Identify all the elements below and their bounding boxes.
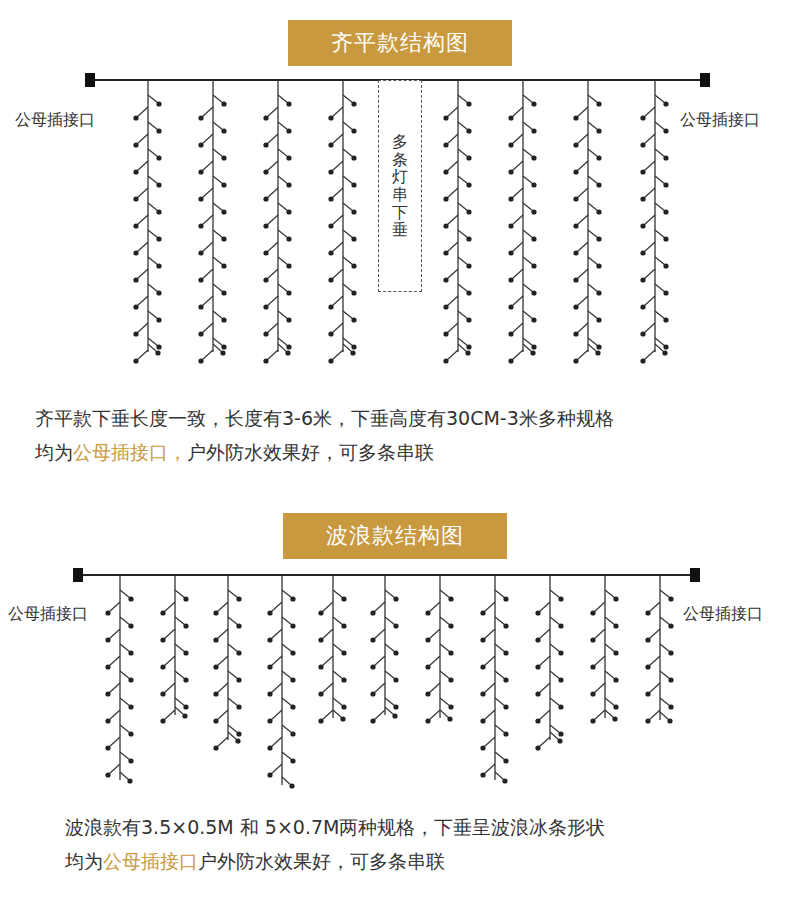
banner-title: 齐平款结构图 [331,28,469,58]
light-strand [640,80,668,364]
light-strand [263,80,291,364]
light-strand [133,80,161,364]
light-strand [480,575,508,784]
note-box: 多条灯串下垂 [378,80,422,292]
text-line: 波浪款有3.5×0.5M 和 5×0.7M两种规格，下垂呈波浪冰条形状 [65,815,605,841]
description-text: 均为 [65,850,103,872]
vertical-note: 多条灯串下垂 [392,133,408,239]
text-line: 均为公母插接口，户外防水效果好，可多条串联 [35,440,434,466]
main-wire [78,574,695,576]
port-label: 公母插接口 [680,110,760,129]
text-line: 公母插接口 [680,110,760,131]
light-strand [573,80,601,364]
connector-plug [85,73,95,87]
light-strand [370,575,398,724]
light-strand [443,80,471,364]
description-text: 波浪款有3.5×0.5M 和 5×0.7M两种规格，下垂呈波浪冰条形状 [65,816,605,838]
light-strand [425,575,453,724]
light-strand [198,80,226,364]
connector-plug [73,568,83,582]
description-text: 户外防水效果好，可多条串联 [198,850,445,872]
connector-plug [700,73,710,87]
description-text: 齐平款下垂长度一致，长度有3-6米，下垂高度有30CM-3米多种规格 [35,407,614,429]
light-strand [590,575,618,724]
text-line: 公母插接口 [683,604,763,625]
description-text: 户外防水效果好，可多条串联 [187,441,434,463]
highlight-text: 公母插接口， [73,441,187,463]
light-strand [318,575,346,724]
light-strand [328,80,356,364]
banner-title: 波浪款结构图 [326,521,464,551]
port-label: 公母插接口 [8,604,88,623]
text-line: 公母插接口 [15,110,95,131]
section-banner: 波浪款结构图 [283,513,507,559]
description-text: 均为 [35,441,73,463]
light-strand [645,575,673,724]
text-line: 齐平款下垂长度一致，长度有3-6米，下垂高度有30CM-3米多种规格 [35,406,614,432]
light-strand [213,575,241,751]
light-strand [160,575,188,724]
highlight-text: 公母插接口 [103,850,198,872]
port-label: 公母插接口 [15,110,95,129]
light-strand [535,575,563,751]
light-strand [267,575,295,789]
light-strand [105,575,133,784]
connector-plug [690,568,700,582]
port-label: 公母插接口 [683,604,763,623]
light-strand [508,80,536,364]
section-banner: 齐平款结构图 [288,20,512,66]
text-line: 公母插接口 [8,604,88,625]
text-line: 均为公母插接口户外防水效果好，可多条串联 [65,849,445,875]
